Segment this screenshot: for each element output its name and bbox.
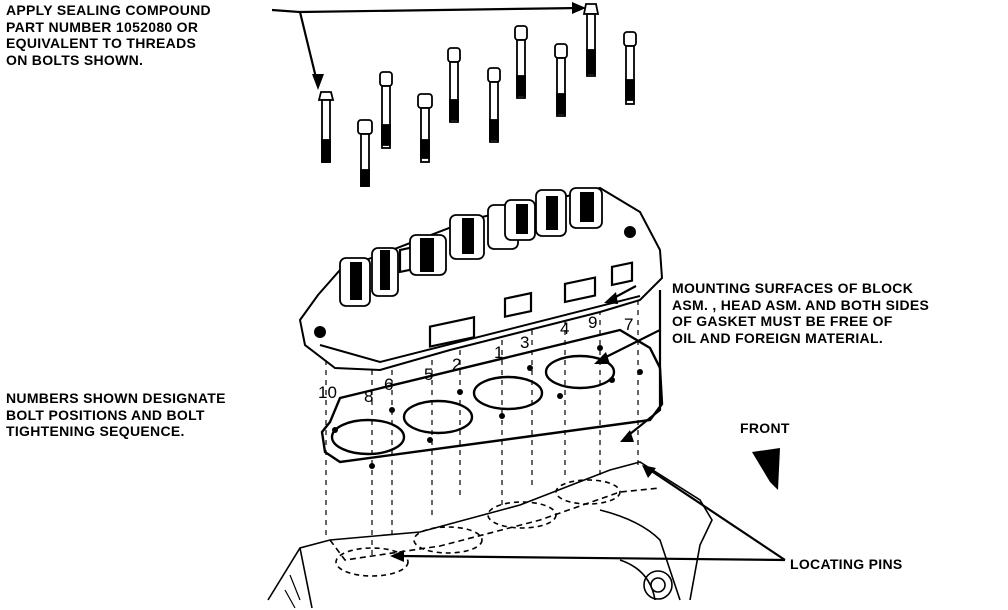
bolt-number: 10 [318,383,337,402]
cylinder-head [298,186,664,372]
bolt [514,25,528,99]
bolt-number: 5 [424,365,433,384]
bolt-number: 2 [452,355,461,374]
bolt [582,3,600,77]
locating-pins-label: LOCATING PINS [790,556,903,572]
mounting-surfaces-note: MOUNTING SURFACES OF BLOCK ASM. , HEAD A… [672,280,930,346]
bolt [379,71,393,149]
bolt [417,93,433,163]
bolt-sequence-numbers: 10 8 6 5 2 1 3 4 9 7 [318,313,633,406]
bolt [317,91,335,163]
bolt [487,67,501,143]
bolt-number: 8 [364,387,373,406]
front-label: FRONT [740,420,790,436]
sealing-compound-note: APPLY SEALING COMPOUND PART NUMBER 10520… [6,2,211,68]
leader-lines [271,6,786,562]
front-arrow-icon [752,448,780,490]
bolt-number: 6 [384,375,393,394]
bolt-sequence-note: NUMBERS SHOWN DESIGNATE BOLT POSITIONS A… [6,390,226,439]
bolt [447,47,461,123]
bolt-number: 7 [624,315,633,334]
engine-block [267,461,713,609]
bolt-number: 9 [588,313,597,332]
bolt-number: 1 [494,343,503,362]
bolt-number: 4 [560,319,569,338]
bolt-number: 3 [520,333,529,352]
bolt [357,119,373,187]
bolt [623,31,637,105]
arrowheads [312,2,656,562]
head-bolts [317,3,637,187]
bolt [554,43,568,117]
